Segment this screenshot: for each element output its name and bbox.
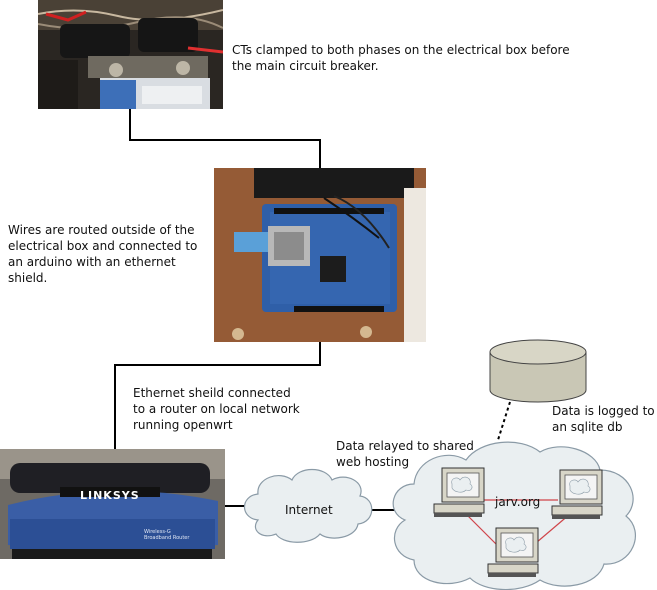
arduino-photo <box>214 168 426 342</box>
connector-hosting-to-db <box>497 401 511 441</box>
router-photo: LINKSYS Wireless-G Broadband Router <box>0 449 225 559</box>
connector-arduino-to-router <box>114 342 321 449</box>
label-host: jarv.org <box>495 495 541 509</box>
internet-cloud <box>243 468 373 543</box>
router-model-label: Wireless-G Broadband Router <box>144 529 190 541</box>
caption-data-relayed: Data relayed to shared web hosting <box>336 439 474 469</box>
computer-icon <box>551 469 603 519</box>
computer-icon <box>487 527 539 577</box>
connector-ct-to-arduino <box>129 109 321 168</box>
database-icon <box>489 339 587 403</box>
caption-data-logged: Data is logged to an sqlite db <box>552 404 655 434</box>
network-link <box>465 513 501 549</box>
caption-wires: Wires are routed outside of the electric… <box>8 223 198 285</box>
router-brand-label: LINKSYS <box>80 489 140 502</box>
computer-icon <box>433 467 485 517</box>
label-internet: Internet <box>285 503 333 517</box>
caption-ethernet-shield: Ethernet sheild connected to a router on… <box>133 386 300 432</box>
caption-ct-clamps: CTs clamped to both phases on the electr… <box>232 43 570 73</box>
ct-clamp-photo <box>38 0 223 109</box>
